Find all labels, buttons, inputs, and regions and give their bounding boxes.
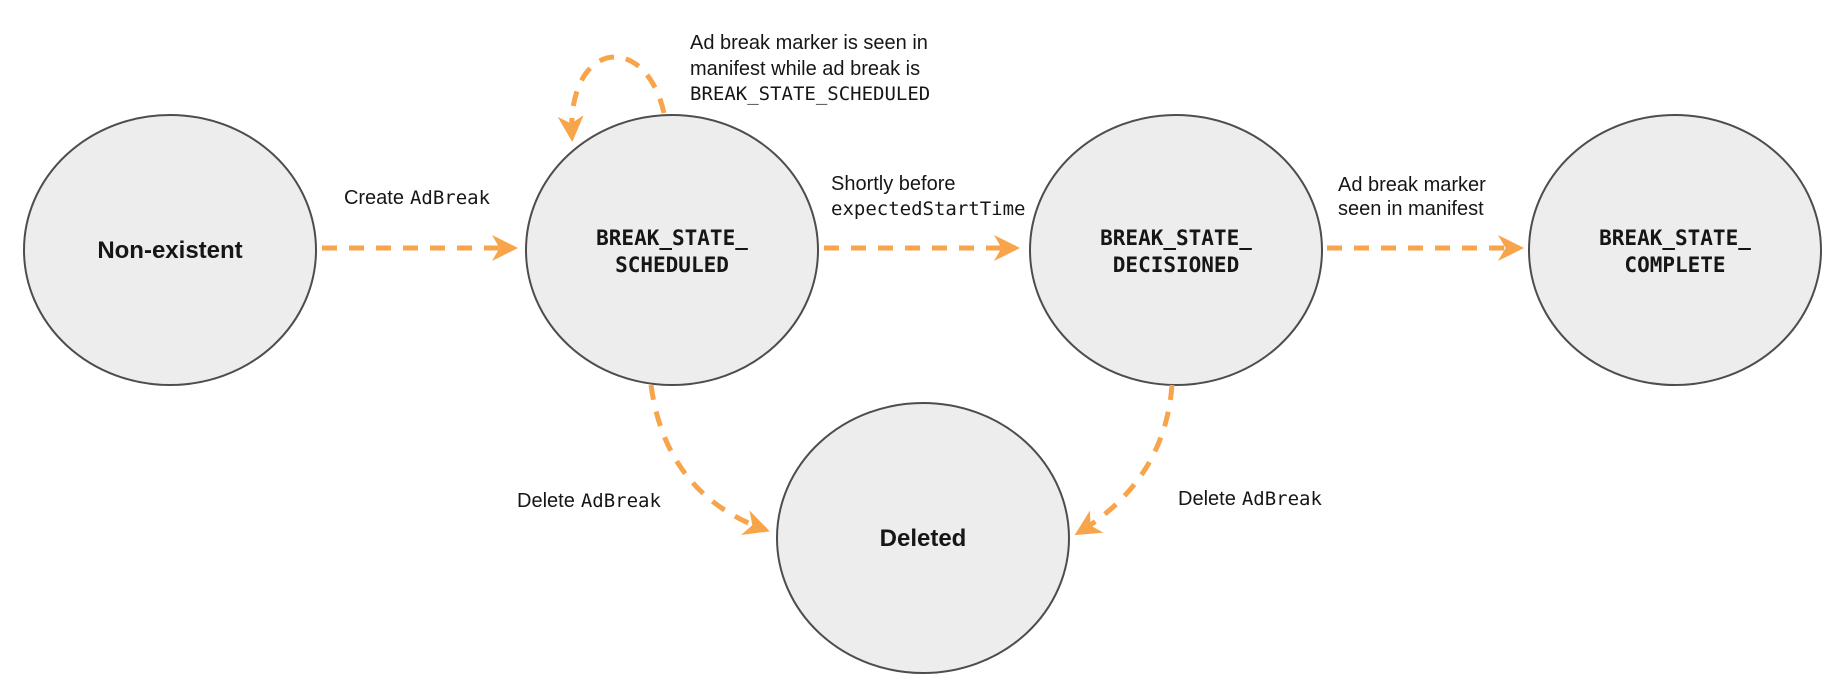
state-label-decisioned-line2: DECISIONED [1113, 253, 1239, 277]
edge-label-create-adbreak-text: Create [344, 187, 404, 209]
edge-label-delete-right-code: AdBreak [1242, 488, 1323, 510]
edge-label-create-adbreak: Create AdBreak [344, 187, 491, 209]
state-node-break-state-decisioned [1029, 114, 1323, 386]
edge-label-marker-seen-line1: Ad break marker [1338, 174, 1486, 196]
state-node-break-state-complete [1528, 114, 1822, 386]
state-label-scheduled-line1: BREAK_STATE_ [596, 226, 748, 250]
state-label-complete-line1: BREAK_STATE_ [1599, 226, 1751, 250]
edge-label-delete-right-text: Delete [1178, 488, 1236, 510]
edge-label-shortly-before-line2: expectedStartTime [831, 198, 1025, 220]
transition-self-loop-marker-seen [557, 54, 667, 142]
state-node-non-existent [23, 114, 317, 386]
transition-delete-from-decisioned [1074, 384, 1175, 536]
edge-label-create-adbreak-code: AdBreak [410, 187, 491, 209]
transition-delete-from-scheduled [648, 384, 770, 535]
edge-label-marker-seen-line2: seen in manifest [1338, 198, 1484, 220]
state-node-break-state-scheduled [525, 114, 819, 386]
edge-label-delete-adbreak-right: Delete AdBreak [1178, 488, 1322, 510]
state-label-complete-line2: COMPLETE [1624, 253, 1725, 277]
state-node-deleted [776, 402, 1070, 674]
edge-label-shortly-before-line1: Shortly before [831, 173, 956, 195]
edge-label-self-loop-line1: Ad break marker is seen in [690, 32, 928, 54]
edge-label-delete-left-text: Delete [517, 490, 575, 512]
state-label-deleted: Deleted [880, 525, 967, 552]
edge-label-delete-adbreak-left: Delete AdBreak [517, 490, 661, 512]
state-label-scheduled-line2: SCHEDULED [615, 253, 729, 277]
edge-label-delete-left-code: AdBreak [581, 490, 662, 512]
state-label-non-existent: Non-existent [97, 237, 242, 264]
edge-label-self-loop-line3: BREAK_STATE_SCHEDULED [690, 83, 930, 105]
state-label-decisioned-line1: BREAK_STATE_ [1100, 226, 1252, 250]
edge-label-self-loop-line2: manifest while ad break is [690, 58, 920, 80]
